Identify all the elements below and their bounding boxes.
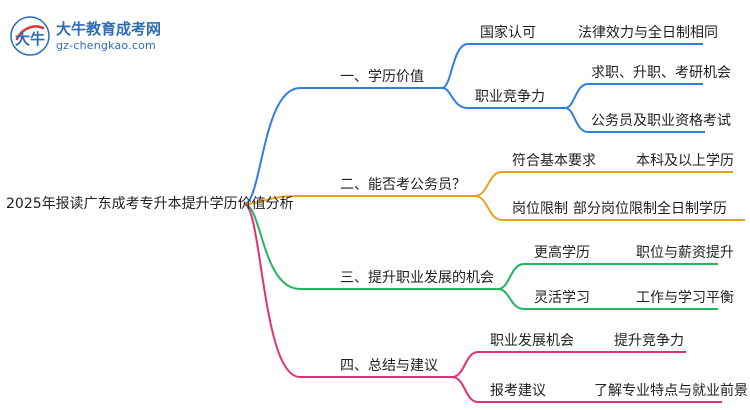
connector-b4-c2 — [451, 376, 722, 403]
connector-b3-c2 — [497, 288, 718, 310]
connector-root-branch-2 — [243, 195, 475, 205]
branch-4-child-1-leaf: 提升竞争力 — [614, 333, 684, 349]
branch-1-child-1-leaf: 法律效力与全日制相同 — [578, 25, 718, 41]
branch-1-child-2: 职业竞争力 — [475, 89, 545, 105]
branch-4-child-1: 职业发展机会 — [490, 333, 574, 349]
root-node: 2025年报读广东成考专升本提升学历价值分析 — [6, 196, 294, 212]
connector-b2-c1 — [474, 171, 733, 197]
branch-1-child-1: 国家认可 — [480, 25, 536, 41]
branch-2-label: 二、能否考公务员？ — [340, 177, 466, 193]
connector-b1-c2-l1 — [564, 83, 703, 109]
site-logo[interactable]: 大牛 大牛教育成考网 gz-chengkao.com — [8, 14, 178, 58]
connector-root-branch-1 — [243, 87, 442, 205]
svg-text:大牛: 大牛 — [15, 30, 45, 48]
connector-b2-c2 — [474, 195, 745, 221]
branch-4-child-2-leaf: 了解专业特点与就业前景 — [594, 383, 748, 399]
branch-2-child-2: 岗位限制 — [512, 201, 568, 217]
branch-3-child-2-leaf: 工作与学习平衡 — [636, 290, 734, 306]
branch-1-child-2-leaf-1: 求职、升职、考研机会 — [591, 65, 731, 81]
branch-4-child-2: 报考建议 — [490, 383, 546, 399]
connector-b1-c2 — [441, 87, 565, 109]
branch-3-child-1-leaf: 职位与薪资提升 — [636, 245, 734, 261]
branch-3-child-1: 更高学历 — [534, 245, 590, 261]
branch-2-child-2-leaf: 部分岗位限制全日制学历 — [573, 201, 727, 217]
connector-root-branch-4 — [243, 203, 452, 378]
branch-1-label: 一、学历价值 — [340, 69, 424, 85]
logo-url: gz-chengkao.com — [56, 39, 156, 52]
connector-b3-c1 — [497, 263, 718, 290]
connector-root-branch-3 — [243, 203, 498, 290]
branch-3-child-2: 灵活学习 — [534, 290, 590, 306]
connector-b1-c1 — [441, 43, 703, 89]
branch-3-label: 三、提升职业发展的机会 — [340, 270, 494, 286]
connector-b1-c2-l2 — [564, 107, 705, 133]
branch-1-child-2-leaf-2: 公务员及职业资格考试 — [591, 113, 731, 129]
branch-4-label: 四、总结与建议 — [340, 358, 438, 374]
branch-2-child-1: 符合基本要求 — [512, 153, 596, 169]
branch-2-child-1-leaf: 本科及以上学历 — [636, 153, 734, 169]
connector-b4-c1 — [451, 351, 686, 378]
logo-name: 大牛教育成考网 — [56, 20, 162, 38]
logo-mark-icon: 大牛 — [10, 16, 50, 56]
